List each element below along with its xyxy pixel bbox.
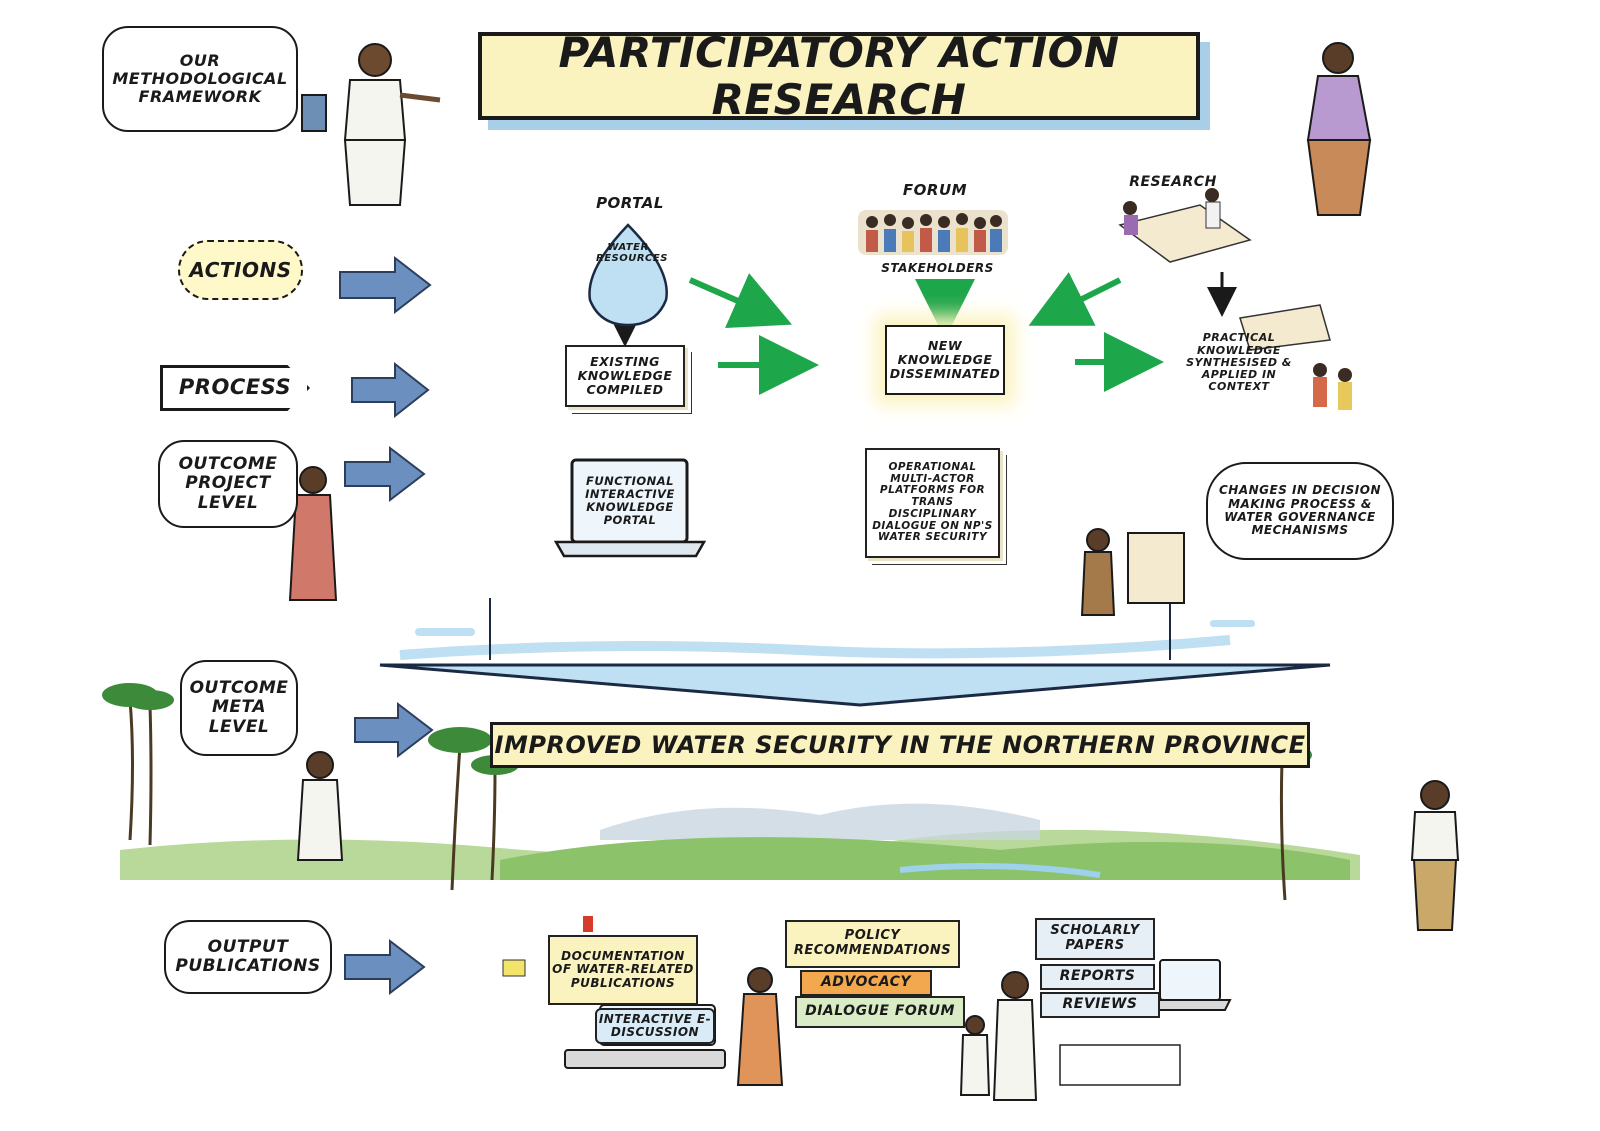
laptop-icon [553, 458, 707, 558]
row-label-actions: ACTIONS [178, 240, 303, 300]
woman-figure [1306, 42, 1372, 216]
advocacy-card: ADVOCACY [800, 970, 932, 996]
woman-red-sari-figure [288, 466, 338, 601]
changes-bubble: CHANGES IN DECISION MAKING PROCESS & WAT… [1206, 462, 1394, 560]
row-label-outcome-meta: OUTCOME META LEVEL [180, 660, 298, 756]
man-meta-figure [296, 751, 344, 861]
meta-banner: IMPROVED WATER SECURITY IN THE NORTHERN … [490, 722, 1310, 768]
blue-arrow-icon [339, 255, 434, 996]
research-scene-icon [1118, 188, 1252, 263]
stakeholders-label: STAKEHOLDERS [881, 261, 994, 275]
row-label-output: OUTPUT PUBLICATIONS [164, 920, 332, 994]
reports-card: REPORTS [1040, 964, 1155, 990]
portal-label: PORTAL [596, 194, 664, 212]
framework-label: OUR METHODOLOGICAL FRAMEWORK [112, 51, 288, 106]
row-label-outcome-project: OUTCOME PROJECT LEVEL [158, 440, 298, 528]
documentation-card: DOCUMENTATION OF WATER-RELATED PUBLICATI… [548, 935, 698, 1005]
existing-knowledge-note: EXISTING KNOWLEDGE COMPILED [565, 345, 685, 407]
green-arrow-icon [688, 272, 1164, 395]
man-right-figure [1410, 780, 1460, 931]
presenter-man-figure [301, 43, 441, 206]
papers-stack [1059, 1044, 1181, 1086]
scholarly-papers-card: SCHOLARLY PAPERS [1035, 918, 1155, 960]
new-knowledge-note: NEW KNOWLEDGE DISSEMINATED [885, 325, 1005, 395]
palm-tree-icon [128, 699, 1287, 901]
row-label-process: PROCESS [160, 365, 310, 411]
e-discussion-card: INTERACTIVE E-DISCUSSION [595, 1008, 715, 1044]
page-title: PARTICIPATORY ACTION RESEARCH [558, 27, 1120, 124]
research-label: RESEARCH [1129, 174, 1217, 190]
water-drop-icon [588, 223, 668, 327]
crowd-icon [858, 210, 1008, 255]
functional-portal-text: FUNCTIONAL INTERACTIVE KNOWLEDGE PORTAL [585, 474, 675, 527]
reviews-card: REVIEWS [1040, 992, 1160, 1018]
water-funnel [379, 663, 1331, 707]
forum-label: FORUM [902, 181, 968, 199]
title-banner: PARTICIPATORY ACTION RESEARCH [478, 27, 1200, 124]
policy-card: POLICY RECOMMENDATIONS [785, 920, 960, 968]
laptop-output-icon [1148, 959, 1232, 1011]
woman-at-board-figure [1080, 528, 1185, 616]
dialogue-forum-card: DIALOGUE FORUM [795, 996, 965, 1028]
practical-scene-icon [1239, 304, 1352, 410]
framework-bubble: OUR METHODOLOGICAL FRAMEWORK [102, 26, 298, 132]
platforms-note: OPERATIONAL MULTI-ACTOR PLATFORMS FOR TR… [865, 448, 1000, 558]
practical-knowledge-note: PRACTICAL KNOWLEDGE SYNTHESISED & APPLIE… [1186, 331, 1292, 394]
woman-output-figure [736, 967, 784, 1086]
water-resources-label: WATER RESOURCES [596, 242, 668, 265]
family-figure [959, 971, 1038, 1101]
